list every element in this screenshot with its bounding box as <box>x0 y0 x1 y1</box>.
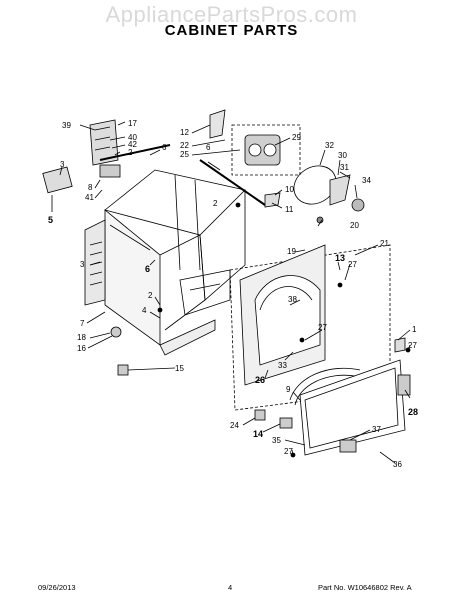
callout-label: 26 <box>255 375 265 385</box>
footer-page-number: 4 <box>228 583 233 592</box>
cabinet-base <box>159 319 216 356</box>
cabinet-front-left <box>159 234 206 331</box>
rear-panel <box>84 219 106 306</box>
callout-labels: 39 17 40 42 2 6 3 8 41 5 12 22 25 6 29 2… <box>48 119 418 469</box>
callout-label: 25 <box>180 150 189 159</box>
callout-label: 29 <box>292 133 301 142</box>
callout-label: 2 <box>128 148 133 157</box>
watermark: AppliancePartsPros.com <box>105 2 358 27</box>
callout-label: 6 <box>145 264 150 274</box>
callout-label: 22 <box>180 141 189 150</box>
footer-date: 09/26/2013 <box>38 583 76 592</box>
callout-label: 38 <box>288 295 297 304</box>
callout-label: 13 <box>335 253 345 263</box>
callout-label: 6 <box>206 143 211 152</box>
door-inner <box>304 367 399 449</box>
callout-label: 18 <box>77 333 86 342</box>
drum-belt <box>293 165 337 205</box>
callout-label: 5 <box>48 215 53 225</box>
door-handle <box>339 439 357 453</box>
callout-label: 11 <box>285 205 294 214</box>
door-hinge <box>397 374 411 396</box>
door-strike <box>394 337 406 353</box>
door-switch <box>279 417 293 429</box>
callout-label: 7 <box>80 319 85 328</box>
thermostat <box>264 192 281 208</box>
callout-label: 17 <box>128 119 137 128</box>
callout-label: 40 <box>128 133 137 142</box>
switch-part <box>99 164 121 178</box>
callout-label: 27 <box>284 447 293 456</box>
callout-label: 37 <box>372 425 381 434</box>
callout-label: 27 <box>318 323 327 332</box>
callout-label: 30 <box>338 151 347 160</box>
callout-label: 41 <box>85 193 94 202</box>
callout-label: 28 <box>408 407 418 417</box>
cabinet-left-side <box>104 209 161 346</box>
callout-label: 19 <box>287 247 296 256</box>
callout-label: 20 <box>350 221 359 230</box>
motor-group-outline <box>231 124 301 176</box>
page-title: CABINET PARTS <box>164 22 299 39</box>
control-bracket <box>42 166 73 194</box>
callout-label: 1 <box>412 325 417 334</box>
callout-label: 32 <box>325 141 334 150</box>
footer-part-number: Part No. W10646802 Rev. A <box>318 583 412 592</box>
callout-label: 34 <box>362 176 371 185</box>
cabinet-clip <box>117 364 129 376</box>
leveling-leg <box>110 326 122 338</box>
callout-label: 31 <box>340 163 349 172</box>
idler-bracket <box>209 109 226 139</box>
cabinet-top-rail-left <box>99 144 171 161</box>
callout-label: 6 <box>162 143 167 152</box>
callout-label: 4 <box>142 306 147 315</box>
terminal-block <box>89 119 119 166</box>
callout-label: 15 <box>175 364 184 373</box>
callout-label: 24 <box>230 421 239 430</box>
callout-label: 16 <box>77 344 86 353</box>
blower-wheel <box>351 198 365 212</box>
callout-label: 10 <box>285 185 294 194</box>
callout-label: 35 <box>272 436 281 445</box>
door-outer <box>299 359 406 456</box>
callout-label: 8 <box>88 183 93 192</box>
callout-label: 2 <box>148 291 153 300</box>
callout-label: 36 <box>393 460 402 469</box>
door-catch <box>254 409 266 421</box>
callout-label: 27 <box>348 260 357 269</box>
callout-label: 14 <box>253 429 263 439</box>
blower-housing <box>329 174 351 206</box>
callout-label: 27 <box>408 341 417 350</box>
callout-label: 12 <box>180 128 189 137</box>
callout-label: 2 <box>213 199 218 208</box>
cabinet-top-rail-right <box>199 159 266 206</box>
callout-label: 21 <box>380 239 389 248</box>
callout-label: 39 <box>62 121 71 130</box>
callout-label: 3 <box>80 260 85 269</box>
callout-label: 33 <box>278 361 287 370</box>
callout-label: 9 <box>286 385 291 394</box>
door-opening <box>254 275 321 366</box>
callout-label: 42 <box>128 140 137 149</box>
callout-label: 3 <box>60 160 65 169</box>
drive-motor <box>244 134 281 166</box>
